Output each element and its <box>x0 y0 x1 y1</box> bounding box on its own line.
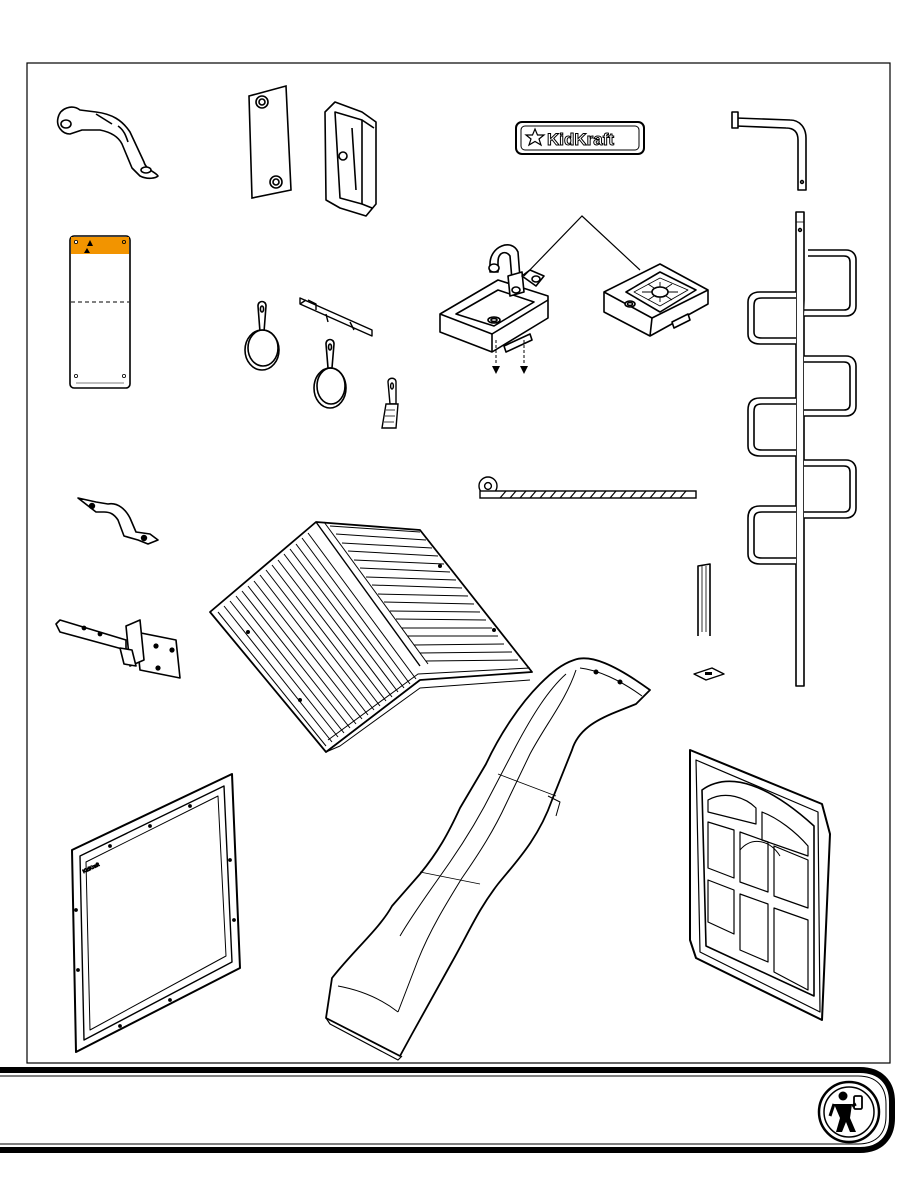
footer-band <box>0 1070 892 1150</box>
sink <box>440 245 548 374</box>
rope-bracket-strip <box>479 477 696 498</box>
slatted-roof <box>210 522 532 752</box>
window-frame-panel: KidKraft <box>72 774 240 1052</box>
slide <box>326 658 650 1060</box>
arched-window <box>690 750 830 1020</box>
frying-pan-large <box>245 302 279 371</box>
kidkraft-plaque: KidKraft <box>516 122 644 154</box>
callout-lines <box>524 216 640 276</box>
utensil-rail <box>300 298 372 336</box>
clip-plate <box>694 668 724 680</box>
hinge-plate-side <box>325 102 376 216</box>
logo-brand-text: KidKraft <box>547 130 614 149</box>
hinge-plate-flat <box>249 86 291 198</box>
rod-bracket <box>732 112 806 190</box>
pipe-strap <box>78 498 158 544</box>
grab-handle <box>58 107 158 178</box>
stove-burner <box>604 264 708 336</box>
u-clip <box>698 564 710 636</box>
tee-hinge <box>56 620 180 678</box>
warning-label <box>70 236 130 388</box>
spatula <box>382 378 398 428</box>
person-with-phone-icon <box>819 1082 879 1142</box>
frying-pan-small <box>314 340 346 409</box>
climbing-pole <box>748 212 856 686</box>
